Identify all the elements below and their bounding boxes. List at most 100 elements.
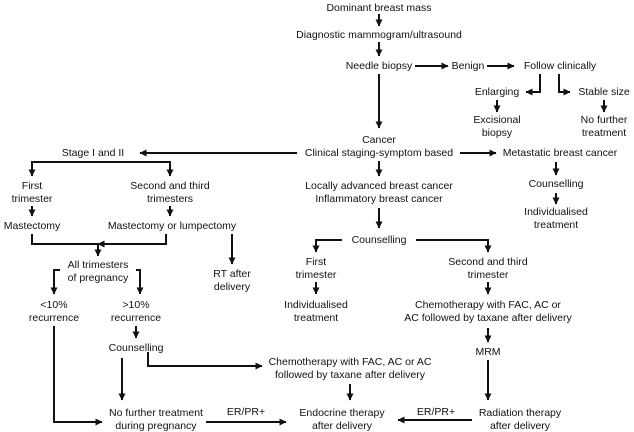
edge-counselling-to-second-mid (416, 239, 492, 253)
node-line: Stage I and II (61, 147, 125, 159)
node-line: No further treatment (109, 407, 203, 419)
node-line: Stable size (578, 86, 630, 98)
node-line: recurrence (110, 311, 162, 324)
node-line: trimester (295, 268, 337, 281)
node-line: recurrence (28, 311, 80, 324)
edge-lt10-to-nofurther (53, 326, 103, 426)
node-line: trimester (467, 268, 509, 281)
dominant-breast-mass-node: Dominant breast mass (326, 2, 431, 15)
er-pr-label-right: ER/PR+ (417, 406, 455, 419)
node-line: during pregnancy (115, 419, 197, 432)
node-line: Metastatic breast cancer (502, 147, 618, 159)
node-line: Mastectomy or lumpectomy (107, 220, 237, 232)
node-line: Second and third (130, 180, 210, 192)
node-line: Locally advanced breast cancer (305, 180, 453, 192)
edge-stage-to-second (88, 161, 174, 177)
node-line: MRM (475, 346, 501, 358)
follow-clinically-node: Follow clinically (524, 60, 596, 73)
node-line: Needle biopsy (345, 60, 413, 72)
node-line: treatment (293, 311, 339, 324)
enlarging-node: Enlarging (475, 86, 519, 99)
edge-label: ER/PR+ (416, 406, 456, 418)
node-line: Inflammatory breast cancer (315, 192, 443, 205)
node-line: biopsy (481, 126, 513, 139)
node-line: All trimesters (67, 259, 129, 271)
node-line: Endocrine therapy (299, 407, 385, 419)
edge-counselling-to-chemo-mid (147, 352, 263, 370)
metastatic-node: Metastatic breast cancer (503, 147, 617, 160)
mrm-node: MRM (475, 346, 500, 359)
node-line: >10% (122, 299, 150, 311)
edge-counselling-to-first-mid (312, 239, 342, 253)
node-line: RT after (213, 268, 251, 280)
edge-follow-to-enlarging (525, 74, 541, 96)
edge-follow-to-stable (558, 74, 571, 96)
node-line: Follow clinically (523, 60, 597, 72)
lt10-recurrence-node: <10%recurrence (29, 299, 79, 324)
node-line: Excisional (473, 114, 521, 126)
node-line: Individualised (284, 299, 348, 311)
edge-all-to-lt10 (50, 269, 60, 295)
node-line: Chemotherapy with FAC, AC or (415, 299, 561, 311)
needle-biopsy-node: Needle biopsy (346, 60, 413, 73)
mastectomy-or-lumpectomy-node: Mastectomy or lumpectomy (108, 220, 236, 233)
stable-size-node: Stable size (578, 86, 629, 99)
node-line: treatment (533, 218, 579, 231)
mastectomy-node: Mastectomy (4, 220, 61, 233)
node-line: trimester (11, 192, 53, 205)
node-line: Second and third (448, 256, 528, 268)
node-line: delivery (213, 280, 251, 293)
node-line: trimesters (146, 192, 194, 205)
node-line: No further (580, 114, 628, 126)
edge-label: ER/PR+ (226, 406, 266, 418)
stage-1-2-node: Stage I and II (62, 147, 124, 160)
node-line: Radiation therapy (478, 407, 562, 419)
node-line: Diagnostic mammogram/ultrasound (296, 29, 462, 41)
edge-mastectomy-to-all (31, 234, 102, 257)
node-line: after delivery (311, 419, 373, 432)
node-line: treatment (581, 126, 627, 139)
counselling-metastatic-node: Counselling (529, 178, 584, 191)
node-line: Cancer (362, 134, 396, 146)
node-line: Counselling (108, 342, 164, 354)
node-line: Counselling (351, 234, 407, 246)
diagnostic-mammogram-node: Diagnostic mammogram/ultrasound (296, 29, 462, 42)
node-line: Dominant breast mass (326, 2, 432, 14)
node-line: First (21, 180, 43, 192)
node-line: Benign (451, 60, 485, 72)
node-line: <10% (40, 299, 68, 311)
node-line: First (305, 256, 327, 268)
node-line: Enlarging (474, 86, 520, 98)
benign-node: Benign (452, 60, 485, 73)
node-line: Individualised (524, 206, 588, 218)
node-line: Clinical staging-symptom based (304, 146, 454, 159)
gt10-recurrence-node: >10%recurrence (111, 299, 161, 324)
node-line: followed by taxane after delivery (274, 368, 425, 381)
node-line: of pregnancy (67, 271, 129, 284)
er-pr-label-left: ER/PR+ (227, 406, 265, 419)
node-line: Chemotherapy with FAC, AC or AC (268, 356, 432, 368)
counselling-mid-node: Counselling (352, 234, 407, 247)
counselling-left-node: Counselling (109, 342, 164, 355)
node-line: after delivery (489, 419, 551, 432)
node-line: Mastectomy (3, 220, 61, 232)
